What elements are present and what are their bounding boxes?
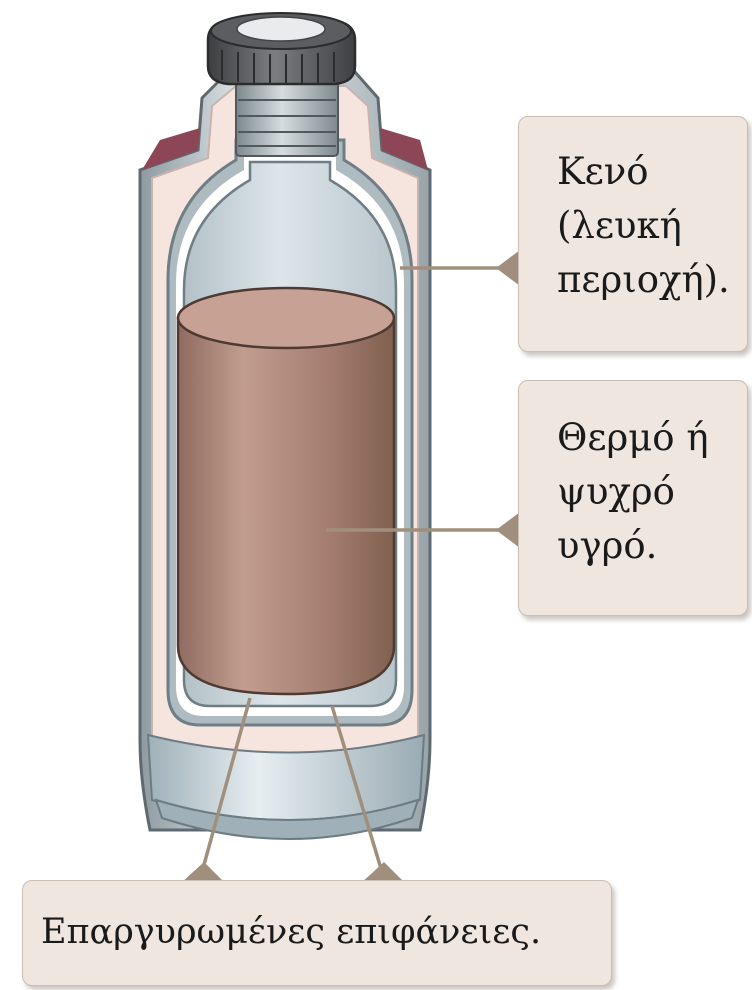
vacuum-leader-pointer bbox=[496, 250, 520, 286]
liquid-label-box: Θερμό ή ψυχρό υγρό. bbox=[518, 380, 748, 616]
neck-threads bbox=[236, 82, 338, 156]
liquid-surface bbox=[178, 288, 394, 348]
liquid bbox=[178, 288, 394, 694]
silvered-surfaces-label: Επαργυρωμένες επιφάνειες. bbox=[41, 907, 611, 957]
liquid-label-line: υγρό. bbox=[557, 519, 747, 573]
vacuum-label-box: Κενό (λευκή περιοχή). bbox=[518, 116, 748, 352]
liquid-label-line: Θερμό ή bbox=[557, 411, 747, 465]
cap bbox=[208, 13, 355, 84]
vacuum-label-line: περιοχή). bbox=[557, 253, 747, 307]
liquid-label-line: ψυχρό bbox=[557, 465, 747, 519]
liquid-leader-pointer bbox=[496, 512, 520, 548]
vacuum-label-line: Κενό bbox=[557, 145, 747, 199]
silvered-surfaces-label-box: Επαργυρωμένες επιφάνειες. bbox=[22, 880, 612, 986]
vacuum-label-line: (λευκή bbox=[557, 199, 747, 253]
